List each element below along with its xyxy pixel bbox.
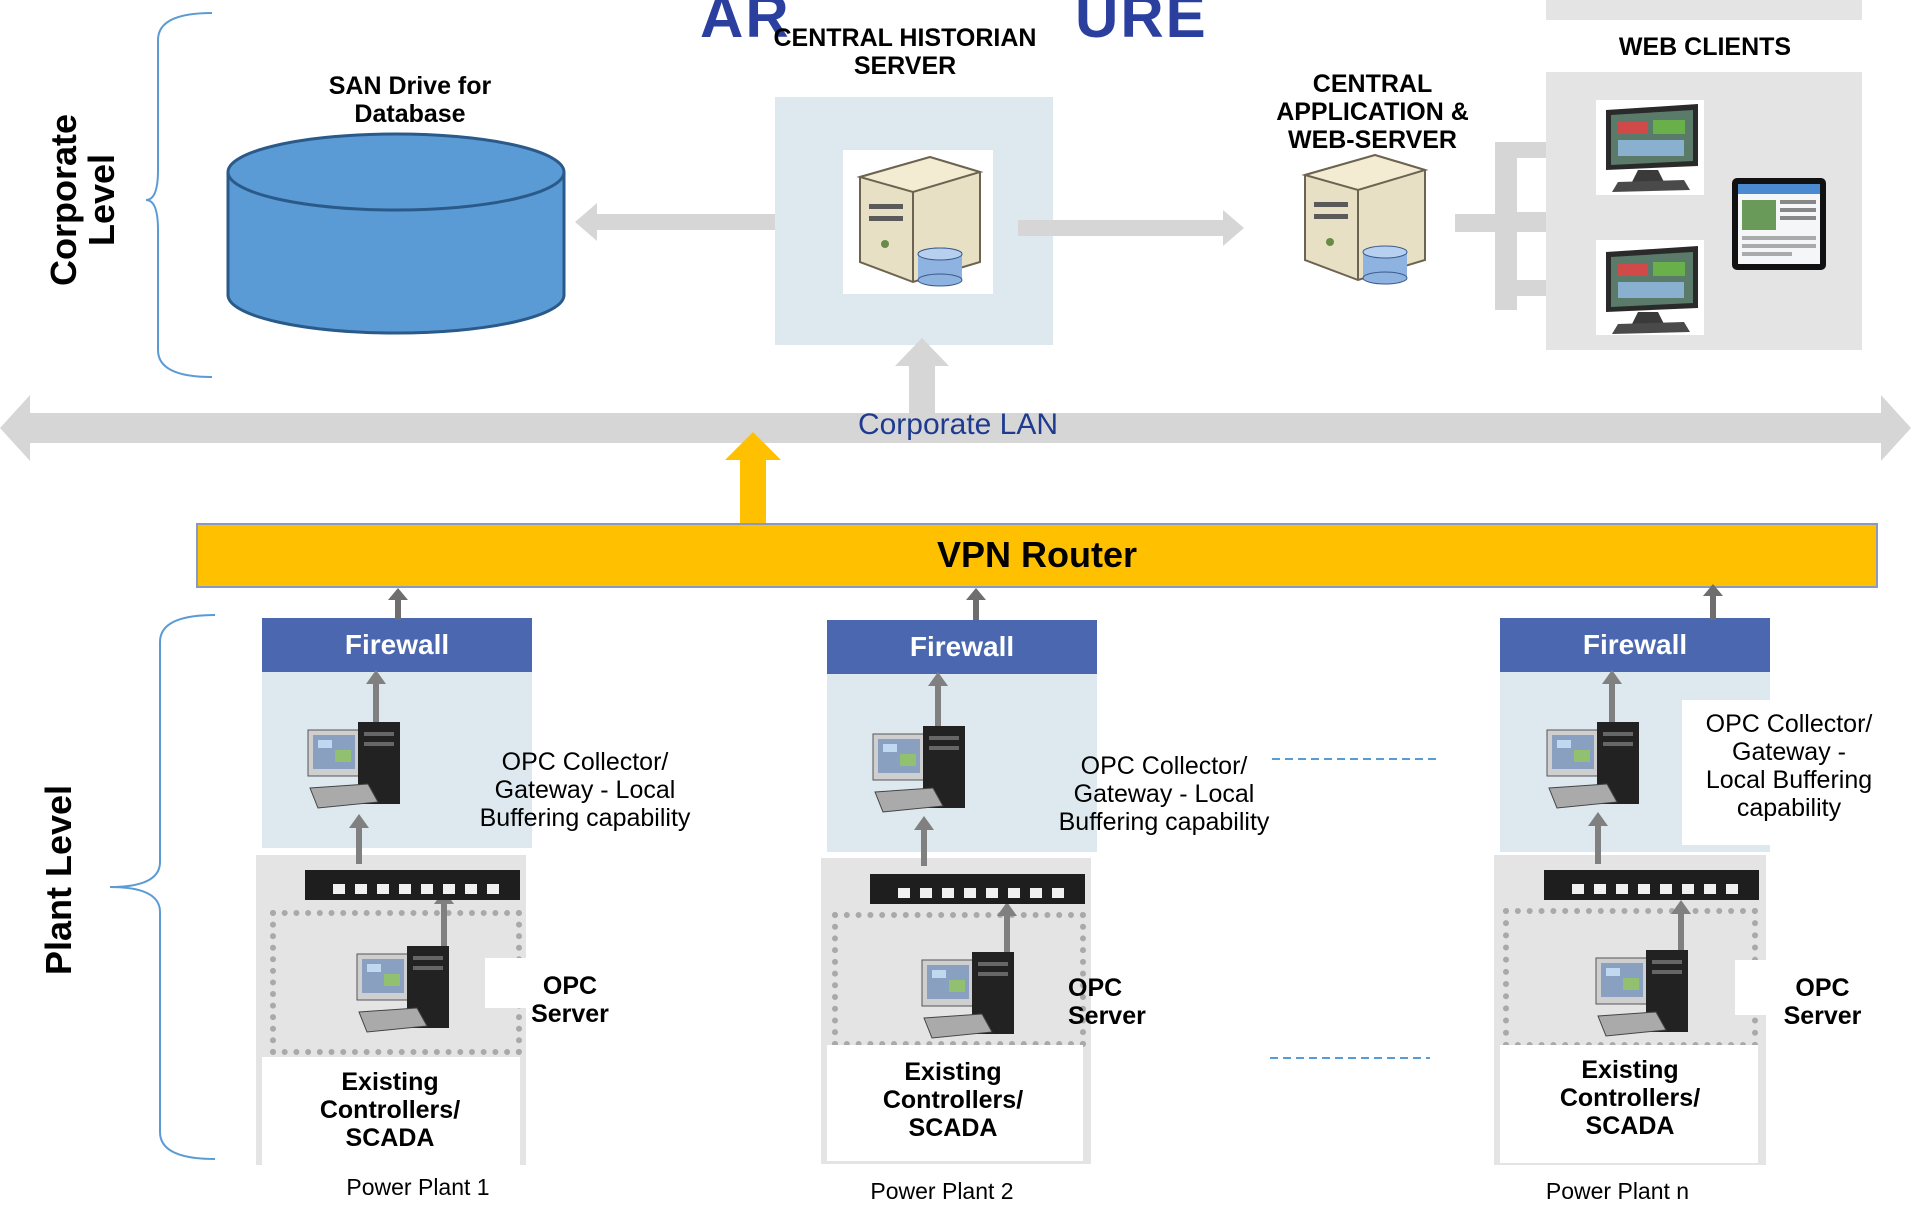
database-icon	[226, 132, 566, 335]
workstation-icon	[1546, 722, 1639, 809]
corporate-brace-icon	[145, 12, 213, 378]
opc-label-bg	[1735, 960, 1845, 1015]
app-server-label: CENTRAL APPLICATION & WEB-SERVER	[1276, 70, 1469, 154]
opc-server-label: OPC Server	[1783, 974, 1862, 1030]
up-arrow-icon	[1703, 584, 1723, 620]
up-arrow-icon	[914, 816, 934, 866]
firewall-box: Firewall	[262, 618, 532, 672]
opc-label-bg	[485, 958, 565, 1008]
opc-server-label: OPC Server	[531, 972, 609, 1028]
network-switch-icon	[870, 874, 1085, 904]
up-arrow-icon	[1671, 900, 1691, 952]
controllers-label: Existing Controllers/ SCADA	[882, 1058, 1024, 1142]
collector-label: OPC Collector/ Gateway - Local Buffering…	[1705, 710, 1873, 822]
app-server-icon	[1301, 153, 1429, 285]
network-switch-icon	[305, 870, 520, 900]
collector-label: OPC Collector/ Gateway - Local Buffering…	[1058, 752, 1270, 836]
up-arrow-icon	[349, 814, 369, 864]
network-switch-icon	[1544, 870, 1759, 900]
up-arrow-icon	[366, 670, 386, 730]
up-arrow-icon	[1602, 670, 1622, 728]
historian-label: CENTRAL HISTORIAN SERVER	[773, 24, 1037, 80]
plant-name: Power Plant 1	[346, 1174, 490, 1200]
up-arrow-icon	[966, 588, 986, 620]
web-clients-label: WEB CLIENTS	[1618, 33, 1792, 61]
controllers-box	[262, 1057, 520, 1165]
collector-label-bg	[1682, 700, 1872, 845]
plant-continuation-line-icon	[1270, 1057, 1430, 1059]
plant-brace-icon	[109, 614, 216, 1160]
up-arrow-icon	[434, 890, 454, 948]
corporate-lan-label: Corporate LAN	[857, 408, 1059, 441]
workstation-icon	[921, 952, 1014, 1039]
historian-app-arrow-icon	[1018, 210, 1244, 246]
up-arrow-icon	[997, 902, 1017, 954]
corporate-level-label: Corporate Level	[43, 113, 122, 287]
firewall-box: Firewall	[827, 620, 1097, 674]
controllers-box	[1500, 1045, 1758, 1163]
workstation-icon	[356, 946, 449, 1033]
title-fragment-left: AR	[700, 0, 791, 50]
web-clients-title-panel	[1546, 0, 1862, 20]
vpn-router-label: VPN Router	[936, 534, 1138, 575]
san-label: SAN Drive for Database	[328, 72, 492, 128]
workstation-icon	[872, 726, 965, 813]
opc-server-label: OPC Server	[1068, 974, 1146, 1030]
up-arrow-icon	[928, 672, 948, 730]
router-up-arrow-icon	[725, 432, 781, 524]
controllers-label: Existing Controllers/ SCADA	[1559, 1056, 1701, 1140]
plant-name: Power Plant n	[1545, 1178, 1690, 1204]
historian-server-icon	[856, 155, 984, 287]
san-historian-arrow-icon	[575, 203, 803, 241]
plant-continuation-line-icon	[1272, 758, 1437, 760]
title-fragment-right: URE	[1075, 0, 1208, 50]
workstation-icon	[1595, 950, 1688, 1037]
monitor-icon	[1606, 246, 1698, 334]
workstation-icon	[307, 722, 400, 809]
up-arrow-icon	[1588, 812, 1608, 864]
opc-server-zone	[832, 912, 1086, 1047]
vpn-router-bar	[196, 523, 1878, 588]
controllers-label: Existing Controllers/ SCADA	[319, 1068, 461, 1152]
up-arrow-icon	[388, 588, 408, 620]
controllers-box	[827, 1045, 1083, 1161]
collector-label: OPC Collector/ Gateway - Local Buffering…	[479, 748, 691, 832]
monitor-icon	[1606, 104, 1698, 192]
plant-name: Power Plant 2	[870, 1178, 1014, 1204]
tablet-icon	[1732, 178, 1826, 270]
plant-level-label: Plant Level	[38, 784, 79, 976]
lan-up-arrow-icon	[895, 338, 949, 418]
corporate-lan-bus-icon	[0, 395, 1911, 461]
firewall-box: Firewall	[1500, 618, 1770, 672]
